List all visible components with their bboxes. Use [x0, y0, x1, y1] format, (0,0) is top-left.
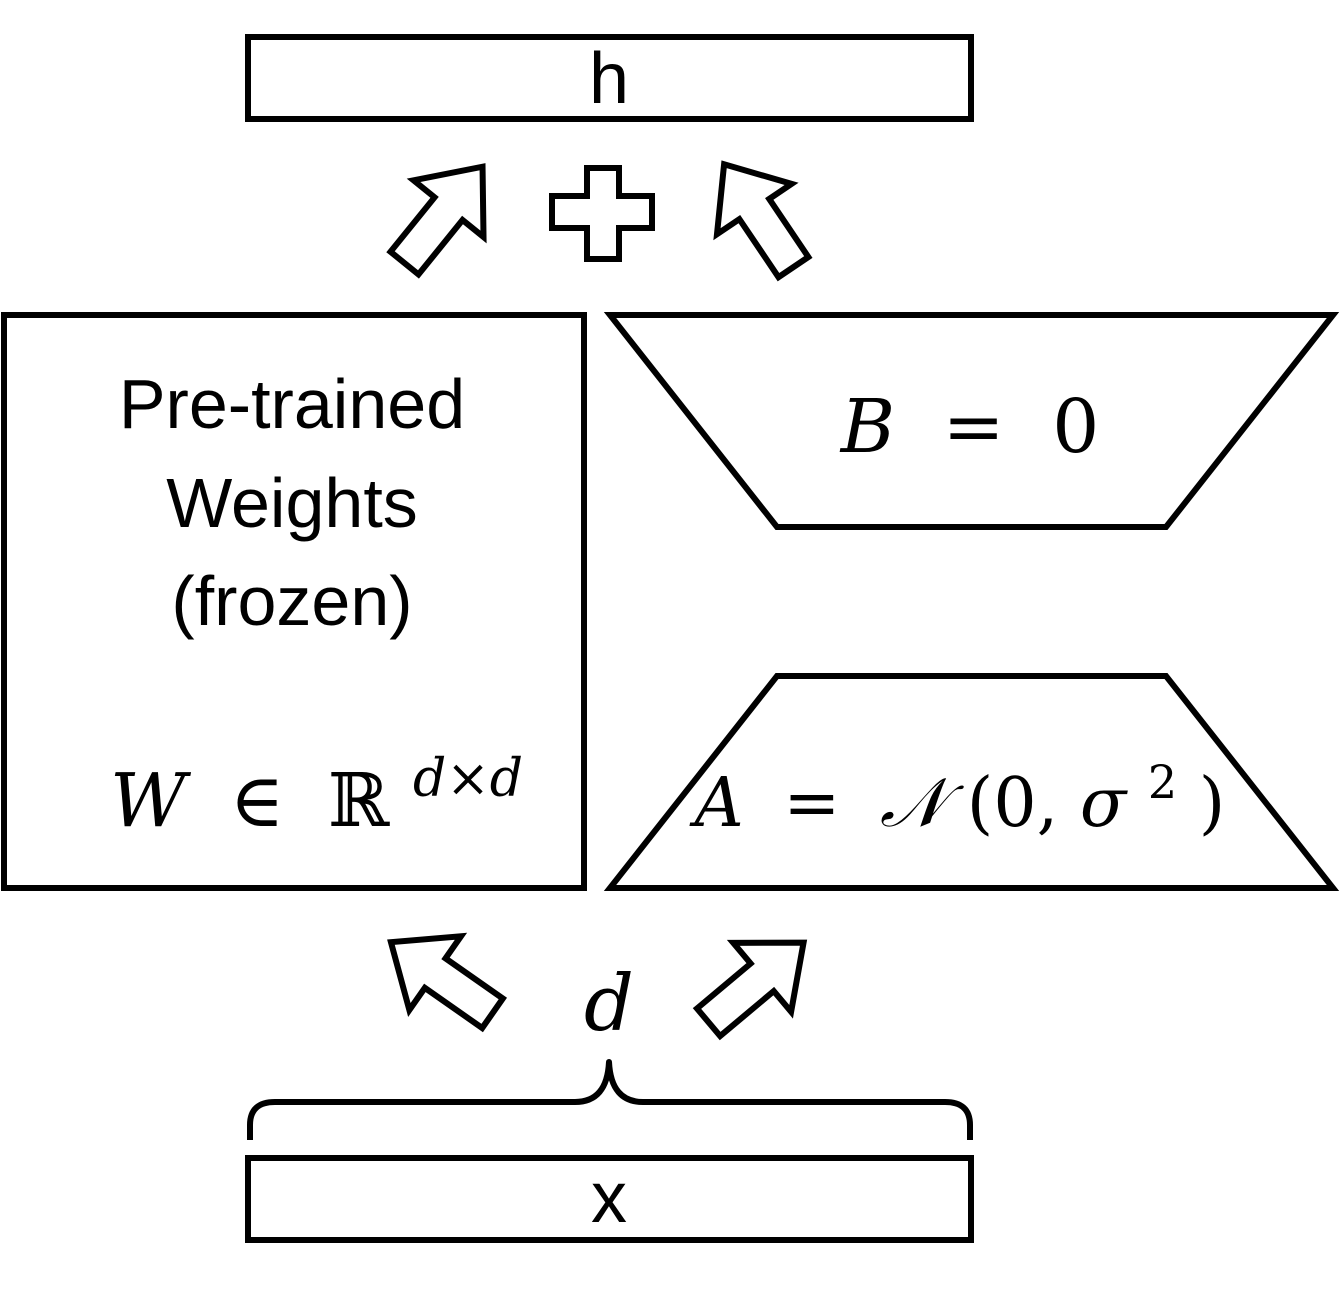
curly-brace-icon [247, 1059, 973, 1140]
pretrained-weights-block: Pre-trained Weights (frozen) W ∈ ℝ d×d [1, 312, 587, 891]
lora-b-trapezoid [603, 312, 1340, 530]
lora-a-close: ) [1199, 764, 1226, 843]
input-vector-label: x [591, 1158, 627, 1238]
output-vector-label: h [589, 39, 629, 119]
matrix-rel: ∈ [230, 758, 285, 844]
lora-a-sigma: σ [1080, 764, 1128, 843]
lora-b-eq: = [943, 384, 1005, 470]
matrix-formula: W ∈ ℝ d×d [110, 749, 523, 844]
lora-a-dist: 𝒩 [880, 764, 965, 843]
input-vector: x [245, 1155, 974, 1243]
arrow-icon [387, 932, 508, 1033]
pretrained-title-line-3: (frozen) [171, 562, 412, 640]
matrix-dims: d×d [413, 749, 523, 809]
lora-b-value: 0 [1052, 384, 1099, 470]
pretrained-title-line-2: Weights [166, 464, 418, 542]
arrow-icon [386, 163, 487, 279]
lora-a-power: 2 [1148, 755, 1177, 809]
lora-a-open: (0, [967, 764, 1058, 843]
matrix-var: W [110, 758, 192, 844]
lora-b-var: B [839, 384, 895, 470]
lora-b-block: B = 0 [603, 312, 1340, 530]
arrow-icon [692, 939, 808, 1041]
lora-a-block: A = 𝒩 (0, σ 2 ) [603, 673, 1340, 891]
pretrained-title-line-1: Pre-trained [119, 365, 465, 443]
lora-a-var: A [689, 764, 744, 843]
plus-icon [549, 165, 655, 262]
lora-a-trapezoid [603, 673, 1340, 891]
output-vector: h [245, 34, 974, 122]
lora-b-formula: B = 0 [839, 384, 1100, 470]
input-vector-box [245, 1155, 974, 1243]
output-vector-box [245, 34, 974, 122]
lora-a-eq: = [783, 764, 840, 843]
pretrained-weights-box [1, 312, 587, 891]
arrow-icon [713, 160, 813, 282]
matrix-set: ℝ [328, 758, 390, 844]
lora-a-formula: A = 𝒩 (0, σ 2 ) [689, 736, 1226, 843]
dimension-label: d [584, 959, 634, 1049]
